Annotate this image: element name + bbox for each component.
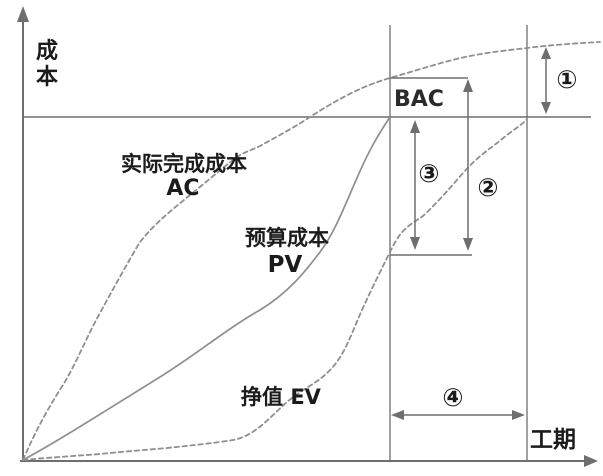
annotation-4-number: ④ [442, 383, 463, 412]
ev-curve-label: 挣值 EV [241, 385, 322, 409]
pv-curve-label: 预算成本 [245, 226, 329, 250]
annotation-arrow-3 [410, 120, 420, 250]
y-axis-label-char-2: 本 [36, 65, 58, 90]
arrow-4-left-head-icon [391, 410, 404, 420]
y-axis [17, 6, 29, 461]
annotation-2-number: ② [477, 173, 498, 202]
x-axis-arrowhead-icon [584, 455, 598, 467]
arrow-1-up-head-icon [541, 47, 551, 59]
ev-curve [22, 118, 528, 461]
x-axis-label: 工期 [530, 427, 576, 453]
y-axis-arrowhead-icon [17, 6, 29, 22]
x-axis [20, 455, 598, 467]
ac-abbr-label: AC [166, 176, 199, 201]
pv-abbr-label: PV [268, 252, 303, 278]
ac-curve-label: 实际完成成本 [121, 152, 247, 176]
arrow-2-up-head-icon [463, 79, 473, 92]
annotation-arrow-4 [391, 410, 525, 420]
annotation-1-number: ① [556, 65, 577, 94]
annotation-arrow-2 [463, 79, 473, 251]
bac-label: BAC [394, 87, 444, 112]
annotation-arrow-1 [541, 47, 551, 114]
arrow-3-down-head-icon [410, 237, 420, 250]
arrow-3-up-head-icon [410, 120, 420, 133]
arrow-4-right-head-icon [512, 410, 525, 420]
y-axis-label-char-1: 成 [36, 39, 58, 64]
annotation-3-number: ③ [418, 159, 439, 188]
ac-curve [22, 41, 601, 461]
arrow-2-down-head-icon [463, 238, 473, 251]
arrow-1-down-head-icon [541, 102, 551, 114]
pv-curve [22, 116, 391, 461]
